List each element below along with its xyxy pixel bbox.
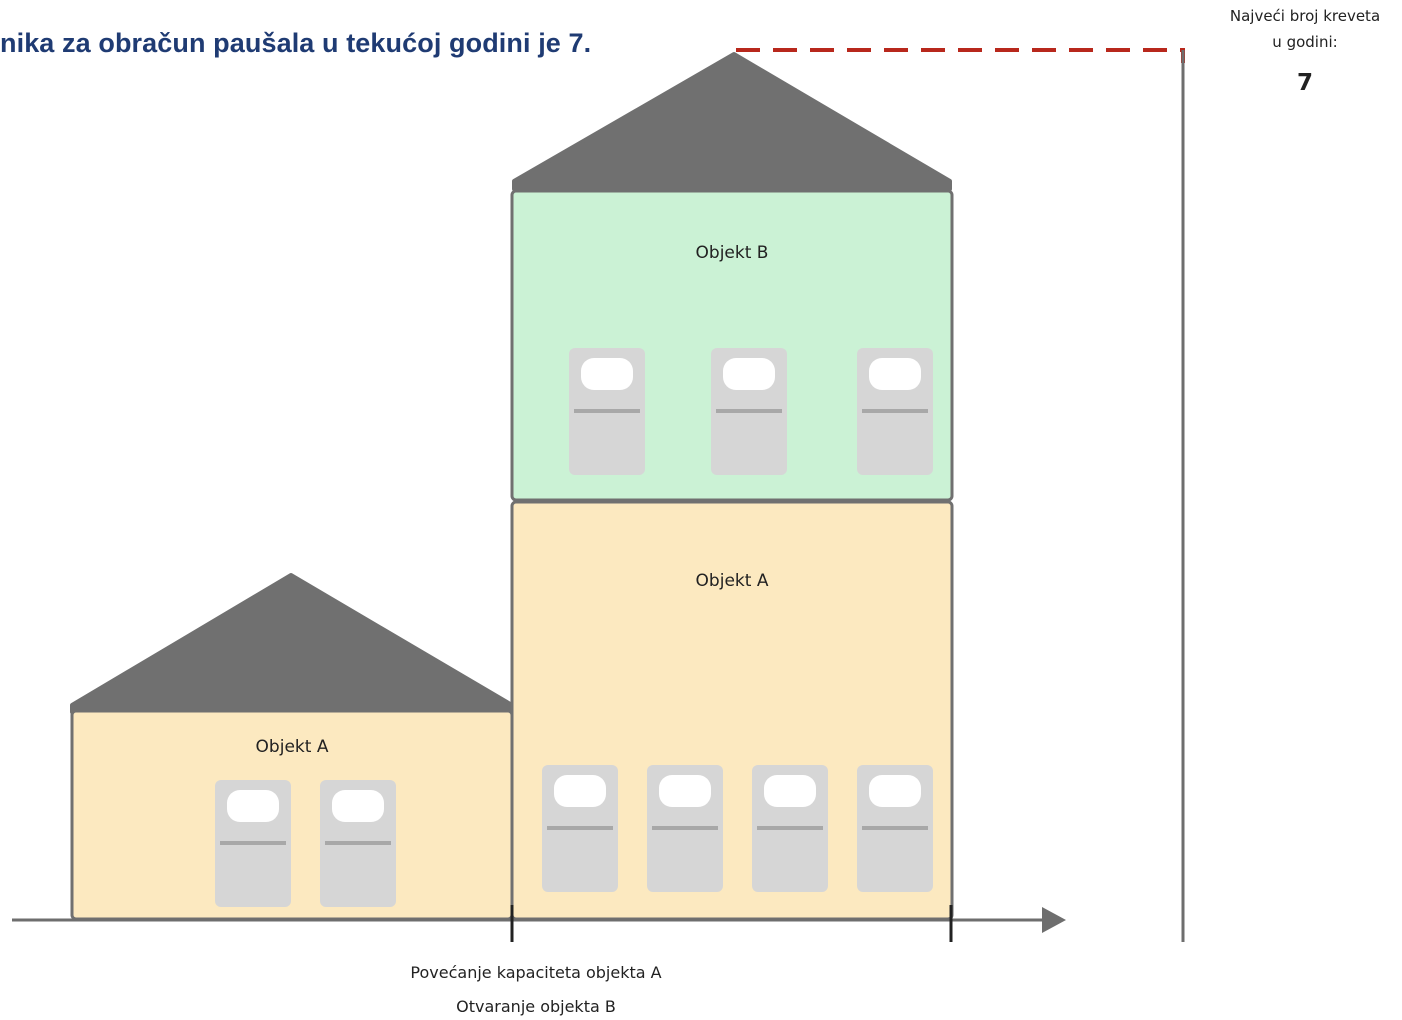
first-building-roof — [70, 573, 514, 714]
max-beds-label-line1: Najveći broj kreveta — [1229, 7, 1381, 25]
axis-event-capacity-increase: Povećanje kapaciteta objekta A — [410, 963, 662, 982]
max-beds-label-line2: u godini: — [1272, 33, 1338, 51]
max-capacity-dashed-line — [736, 48, 1185, 63]
bed-icon — [569, 348, 645, 475]
bed-icon — [711, 348, 787, 475]
max-beds-value: 7 — [1296, 70, 1313, 96]
bed-icon — [542, 765, 618, 892]
page-title: nika za obračun paušala u tekućoj godini… — [0, 28, 592, 58]
bed-icon — [647, 765, 723, 892]
bed-icon — [857, 348, 933, 475]
time-axis-arrowhead — [1042, 907, 1066, 933]
axis-event-object-b-opening: Otvaranje objekta B — [456, 997, 616, 1016]
first-building-beds — [215, 780, 396, 907]
expanded-object-a-beds — [542, 765, 933, 892]
bed-icon — [320, 780, 396, 907]
object-b-beds — [569, 348, 933, 475]
bed-icon — [215, 780, 291, 907]
object-b-roof — [512, 52, 952, 191]
object-b-label: Objekt B — [695, 243, 769, 263]
expanded-object-a-label: Objekt A — [695, 571, 769, 591]
bed-icon — [752, 765, 828, 892]
bed-icon — [857, 765, 933, 892]
first-object-label: Objekt A — [255, 737, 329, 757]
